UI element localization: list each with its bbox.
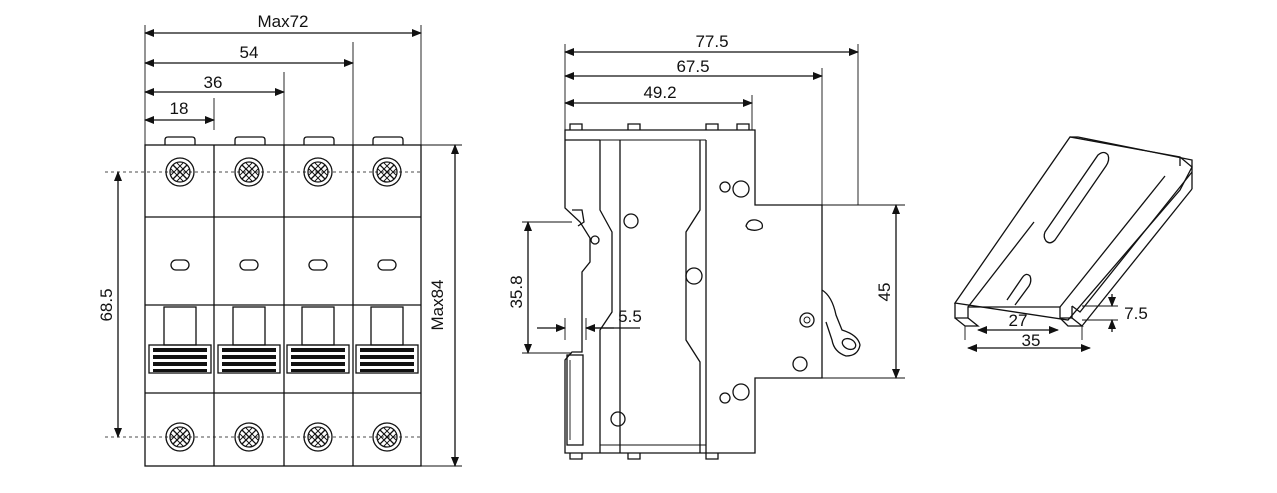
dim-depth-front: 49.2 xyxy=(564,83,753,107)
dim-rail-offset-label: 5.5 xyxy=(618,307,642,326)
toggle-lever-1-icon xyxy=(148,306,212,374)
dim-rail-outer-width-label: 35 xyxy=(1022,331,1041,350)
dim-width-1p-label: 18 xyxy=(170,99,189,118)
dim-height-max: Max84 xyxy=(428,144,459,467)
dim-front-height: 45 xyxy=(875,204,900,379)
dim-rail-inner-width-label: 27 xyxy=(1009,311,1028,330)
dim-depth-front-label: 49.2 xyxy=(643,83,676,102)
toggle-lever-3-icon xyxy=(286,306,350,374)
dim-depth-toggle-label: 67.5 xyxy=(676,57,709,76)
dim-rail-offset: 5.5 xyxy=(537,307,642,332)
dim-rail-height-label: 35.8 xyxy=(507,275,526,308)
side-view: 77.5 67.5 49.2 35.8 5.5 xyxy=(507,32,905,460)
dim-width-max-label: Max72 xyxy=(257,12,308,31)
dim-rail-inner-width: 27 xyxy=(977,311,1059,334)
dim-width-max: Max72 xyxy=(144,12,422,37)
dim-terminal-pitch-label: 68.5 xyxy=(97,288,116,321)
terminal-screw-bottom-1-icon xyxy=(165,422,195,452)
din-rail: 27 35 7.5 xyxy=(953,136,1193,352)
terminal-screw-top-2-icon xyxy=(234,157,264,187)
dim-rail-height: 35.8 xyxy=(507,221,532,354)
dim-width-3p: 54 xyxy=(144,43,354,67)
dim-width-2p-label: 36 xyxy=(204,73,223,92)
front-view: Max72 54 36 18 Max84 68.5 xyxy=(97,12,462,467)
toggle-handle-side-icon xyxy=(799,205,861,357)
dim-terminal-pitch: 68.5 xyxy=(97,171,122,438)
terminal-screw-bottom-4-icon xyxy=(372,422,402,452)
dim-width-2p: 36 xyxy=(144,73,285,96)
terminal-screw-bottom-3-icon xyxy=(303,422,333,452)
dim-front-height-label: 45 xyxy=(875,283,894,302)
dim-rail-depth: 7.5 xyxy=(1082,294,1148,332)
dim-height-max-label: Max84 xyxy=(428,279,447,330)
terminal-screw-top-3-icon xyxy=(303,157,333,187)
dim-width-3p-label: 54 xyxy=(240,43,259,62)
dim-depth-toggle: 67.5 xyxy=(564,57,823,80)
terminal-screw-top-4-icon xyxy=(372,157,402,187)
toggle-lever-2-icon xyxy=(217,306,281,374)
terminal-screw-bottom-2-icon xyxy=(234,422,264,452)
dim-depth-total-label: 77.5 xyxy=(695,32,728,51)
terminal-screw-top-1-icon xyxy=(165,157,195,187)
dim-depth-total: 77.5 xyxy=(564,32,859,56)
dim-width-1p: 18 xyxy=(144,99,215,124)
dim-rail-depth-label: 7.5 xyxy=(1124,304,1148,323)
dim-rail-outer-width: 35 xyxy=(967,331,1091,352)
toggle-lever-4-icon xyxy=(355,306,419,374)
